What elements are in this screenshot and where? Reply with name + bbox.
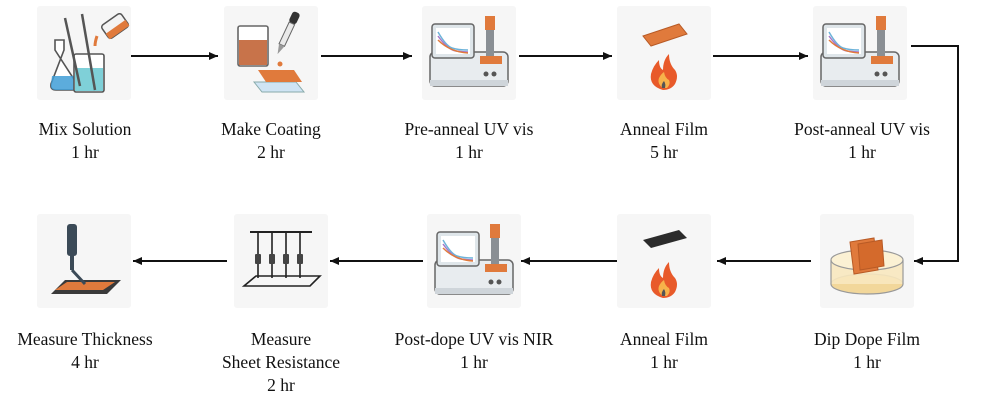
dropper-coating-icon <box>224 6 318 100</box>
step-2-time: 2 hr <box>257 142 285 162</box>
step-5-time: 1 hr <box>848 142 876 162</box>
step-4-label: Anneal Film 5 hr <box>564 118 764 164</box>
step-4-time: 5 hr <box>650 142 678 162</box>
step-6-label: Dip Dope Film 1 hr <box>767 328 967 374</box>
beaker-flask-icon <box>37 6 131 100</box>
spectrometer-icon <box>813 6 907 100</box>
step-3-name: Pre-anneal UV vis <box>404 119 534 139</box>
step-4-name: Anneal Film <box>620 119 708 139</box>
spectrometer-icon <box>422 6 516 100</box>
step-10-time: 4 hr <box>71 352 99 372</box>
step-7-label: Anneal Film 1 hr <box>564 328 764 374</box>
arrow-5-6 <box>911 45 959 265</box>
step-8-name: Post-dope UV vis NIR <box>394 329 554 349</box>
profilometer-icon <box>37 214 131 308</box>
step-1-time: 1 hr <box>71 142 99 162</box>
step-5-label: Post-anneal UV vis 1 hr <box>762 118 962 164</box>
step-9-time: 2 hr <box>267 375 295 395</box>
step-8-label: Post-dope UV vis NIR 1 hr <box>374 328 574 374</box>
step-9-name-line2: Sheet Resistance <box>221 352 341 372</box>
step-3-label: Pre-anneal UV vis 1 hr <box>369 118 569 164</box>
step-1-name: Mix Solution <box>38 119 132 139</box>
step-7-time: 1 hr <box>650 352 678 372</box>
step-1-label: Mix Solution 1 hr <box>0 118 185 164</box>
flame-dark-film-icon <box>617 214 711 308</box>
step-9-label: Measure Sheet Resistance 2 hr <box>181 328 381 397</box>
step-10-name: Measure Thickness <box>17 329 153 349</box>
step-7-name: Anneal Film <box>620 329 708 349</box>
step-10-label: Measure Thickness 4 hr <box>0 328 185 374</box>
flame-film-icon <box>617 6 711 100</box>
four-point-probe-icon <box>234 214 328 308</box>
step-2-label: Make Coating 2 hr <box>171 118 371 164</box>
step-2-name: Make Coating <box>221 119 321 139</box>
spectrometer-icon <box>427 214 521 308</box>
step-3-time: 1 hr <box>455 142 483 162</box>
step-5-name: Post-anneal UV vis <box>794 119 930 139</box>
step-9-name-line1: Measure <box>250 329 312 349</box>
dip-dope-icon <box>820 214 914 308</box>
step-6-name: Dip Dope Film <box>814 329 920 349</box>
step-6-time: 1 hr <box>853 352 881 372</box>
step-8-time: 1 hr <box>460 352 488 372</box>
